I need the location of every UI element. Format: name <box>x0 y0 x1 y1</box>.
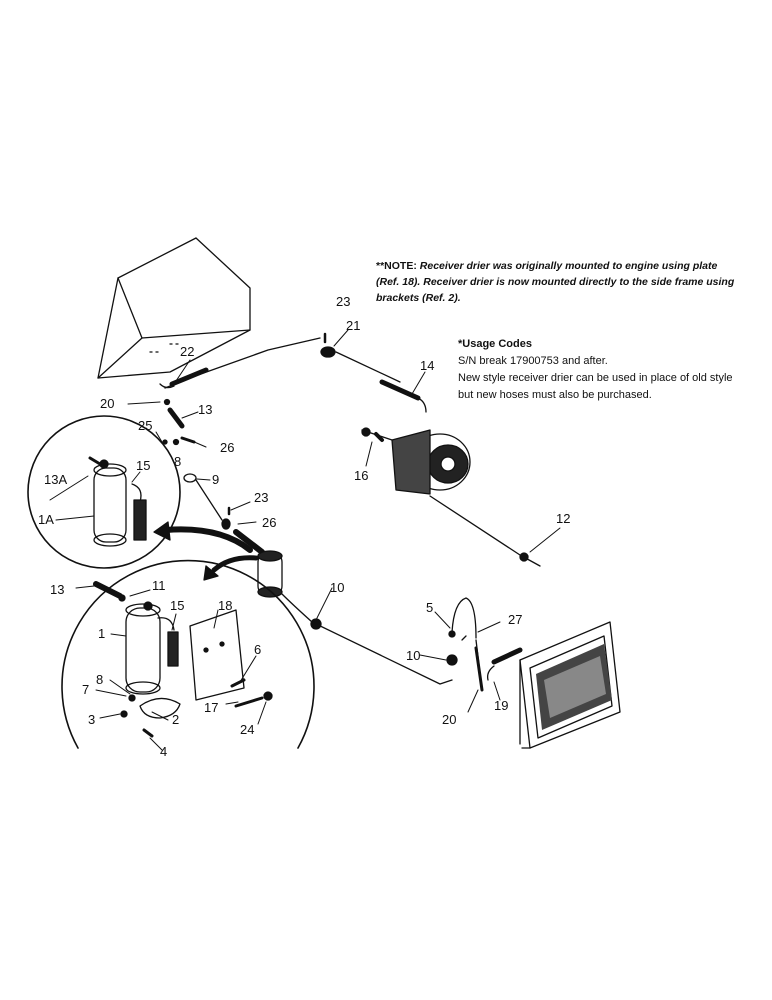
usage-codes-title: *Usage Codes <box>458 338 532 350</box>
hose-upper <box>159 337 427 413</box>
callout-9: 9 <box>212 472 219 487</box>
callout-13A: 13A <box>44 472 67 487</box>
callout-1A: 1A <box>38 512 54 527</box>
engine-block <box>97 237 251 379</box>
receiver-drier-center <box>257 550 313 623</box>
callout-23-upper: 23 <box>336 294 350 309</box>
liquid-line <box>310 597 484 692</box>
callout-19: 19 <box>494 698 508 713</box>
callout-4: 4 <box>160 744 167 759</box>
condenser <box>486 621 621 749</box>
callout-labels: 22 23 21 14 20 13 25 8 26 9 16 15 13A 1A… <box>38 294 570 759</box>
callout-10-upper: 10 <box>330 580 344 595</box>
callout-13-lower: 13 <box>50 582 64 597</box>
callout-27: 27 <box>508 612 522 627</box>
callout-6: 6 <box>254 642 261 657</box>
callout-8-upper: 8 <box>174 454 181 469</box>
small-hoses-upper <box>162 398 265 555</box>
callout-20-lower: 20 <box>442 712 456 727</box>
callout-20-upper: 20 <box>100 396 114 411</box>
callout-15-lower: 15 <box>170 598 184 613</box>
note-lead: **NOTE: <box>376 260 417 272</box>
usage-code-line: New style receiver drier can be used in … <box>458 372 733 401</box>
callout-8-lower: 8 <box>96 672 103 687</box>
leader-lines <box>49 329 561 751</box>
callout-24: 24 <box>240 722 254 737</box>
callout-13-upper: 13 <box>198 402 212 417</box>
callout-10-lower: 10 <box>406 648 420 663</box>
callout-3: 3 <box>88 712 95 727</box>
receiver-drier-note: **NOTE: Receiver drier was originally mo… <box>376 258 740 306</box>
callout-18: 18 <box>218 598 232 613</box>
callout-21: 21 <box>346 318 360 333</box>
callout-2: 2 <box>172 712 179 727</box>
inset-new-drier <box>61 559 315 749</box>
note-body: Receiver drier was originally mounted to… <box>376 260 735 304</box>
callout-25: 25 <box>138 418 152 433</box>
callout-17: 17 <box>204 700 218 715</box>
callout-23-lower: 23 <box>254 490 268 505</box>
compressor <box>361 427 471 495</box>
callout-16: 16 <box>354 468 368 483</box>
inset-old-drier <box>27 415 181 569</box>
usage-codes: *Usage Codes S/N break 17900753 and afte… <box>458 336 746 404</box>
fitting-21 <box>320 332 336 358</box>
callout-22: 22 <box>180 344 194 359</box>
usage-code-line: S/N break 17900753 and after. <box>458 355 608 367</box>
callout-14: 14 <box>420 358 434 373</box>
callout-11: 11 <box>152 578 166 593</box>
callout-26-upper: 26 <box>220 440 234 455</box>
callout-1: 1 <box>98 626 105 641</box>
callout-26-lower: 26 <box>262 515 276 530</box>
notes-block: **NOTE: Receiver drier was originally mo… <box>376 258 746 404</box>
callout-7: 7 <box>82 682 89 697</box>
callout-5: 5 <box>426 600 433 615</box>
discharge-line <box>429 495 541 567</box>
callout-12: 12 <box>556 511 570 526</box>
callout-15-left: 15 <box>136 458 150 473</box>
